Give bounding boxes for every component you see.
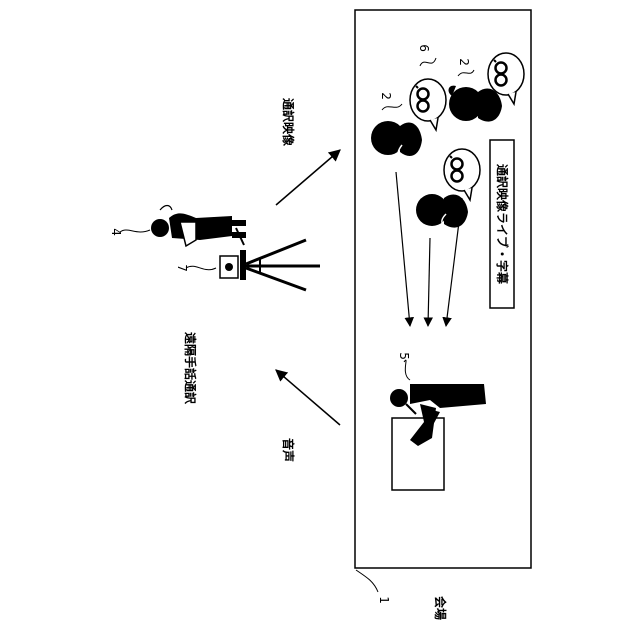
venue-ref-number: 1 [377, 596, 391, 604]
video-arrow [276, 150, 340, 205]
venue-leader [356, 570, 378, 592]
glasses-bubble-c [444, 149, 480, 200]
gaze-arrow-a [396, 172, 410, 326]
interpreter-ref-number: 4 [109, 228, 123, 236]
participant-a-leader [382, 104, 402, 110]
interpreter-leader [120, 230, 150, 232]
podium [392, 418, 444, 490]
venue-label: 会場 [433, 596, 448, 620]
camera-leader [186, 266, 216, 269]
interpreter-figure [151, 206, 246, 247]
participant-a-figure [371, 121, 422, 160]
participant-b-leader [458, 70, 474, 76]
interpretation-video-label: 通訳映像 [281, 98, 296, 147]
glasses-leader [420, 58, 436, 66]
speaker-leader [404, 360, 410, 380]
glasses-bubble-a [410, 79, 446, 130]
participant-a-ref-number: 2 [379, 92, 393, 100]
glasses-ref-number: 6 [417, 44, 431, 52]
participant-b-ref-number: 2 [457, 58, 471, 66]
participant-b-figure [449, 86, 502, 122]
speaker-ref-number: 5 [397, 352, 411, 360]
remote-sign-interpretation-label: 遠隔手話通訳 [183, 332, 198, 405]
live-panel-label: 通訳映像ライブ・字幕 [495, 164, 510, 285]
audio-label: 音声 [281, 438, 296, 462]
audio-arrow [276, 370, 340, 425]
camera-ref-number: 7 [175, 264, 189, 272]
gaze-arrow-c [428, 238, 430, 326]
